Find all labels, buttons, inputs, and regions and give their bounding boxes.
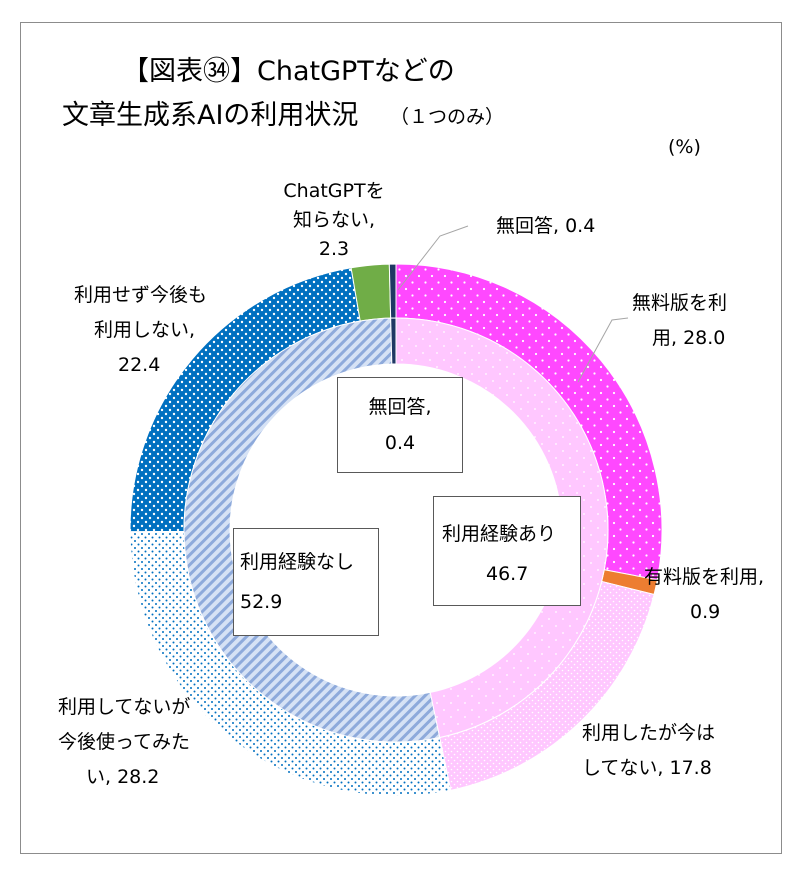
chart-title-note: （１つのみ） [390, 106, 505, 128]
label-never: 利用せず今後も 利用しない, 22.4 [74, 284, 208, 376]
leader-line-1 [397, 225, 469, 291]
label-notused: 利用経験なし 52.9 [233, 528, 379, 636]
label-used: 利用経験あり 46.7 [433, 496, 581, 606]
label-paid: 有料版を利用, 0.9 [644, 566, 765, 623]
outer-ring [129, 263, 663, 797]
inner-slice-used [395, 317, 609, 739]
label-free: 無料版を利 用, 28.0 [632, 292, 728, 349]
inner-slice-na [390, 317, 397, 365]
label-past: 利用したが今は してない, 17.8 [582, 722, 716, 779]
label-outer-na: 無回答, 0.4 [496, 215, 596, 237]
chart-title-line1: 【図表㉞】ChatGPTなどの [122, 56, 455, 87]
leader-line-2 [577, 317, 629, 383]
outer-slice-na [388, 263, 397, 319]
label-unknown: ChatGPTを 知らない, 2.3 [283, 180, 385, 260]
label-inner-na: 無回答, 0.4 [337, 377, 463, 473]
chart-frame [20, 22, 782, 854]
leader-lines [397, 225, 629, 383]
unit-label: (%) [668, 136, 701, 158]
chart-title-line2: 文章生成系AIの利用状況 [62, 100, 359, 131]
label-want: 利用してないが 今後使ってみた い, 28.2 [58, 696, 191, 788]
